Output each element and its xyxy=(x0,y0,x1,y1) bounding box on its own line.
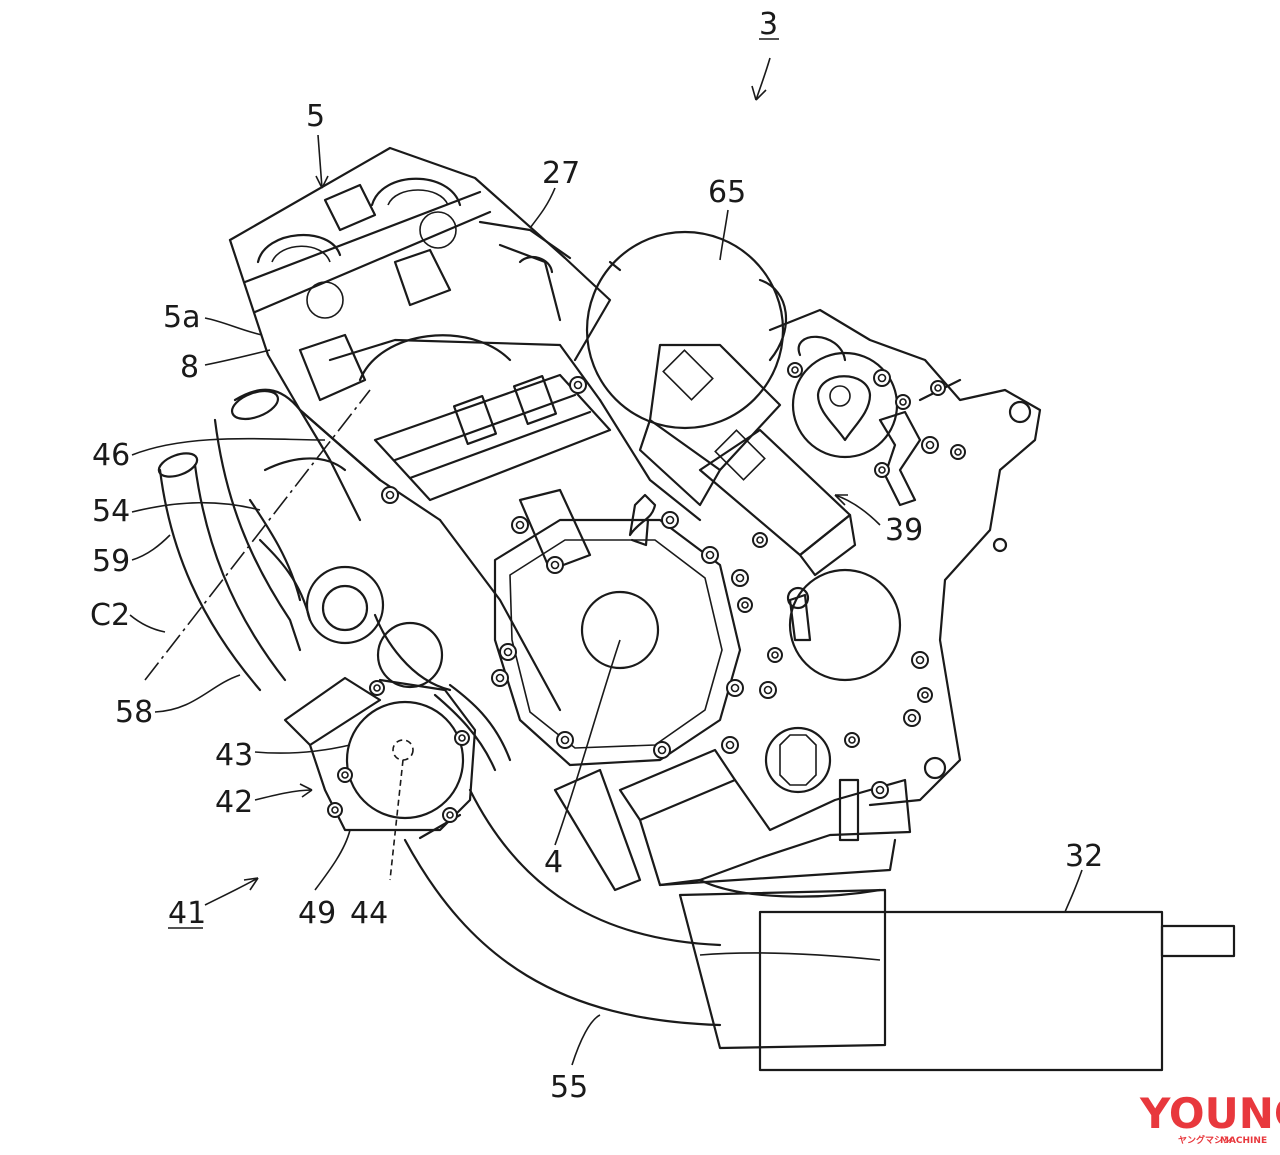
label-46: 46 xyxy=(92,438,130,473)
label-58: 58 xyxy=(115,695,153,730)
label-54: 54 xyxy=(92,494,130,529)
cylinder-head xyxy=(228,146,612,412)
label-41: 41 xyxy=(168,896,206,931)
watermark-sub-left: ヤングマシン xyxy=(1178,1134,1232,1146)
label-44: 44 xyxy=(350,896,388,931)
label-c2: C2 xyxy=(90,598,130,633)
centerline-c2 xyxy=(144,389,371,681)
muffler xyxy=(678,888,1236,1072)
reference-labels: 3 5 27 65 5a 8 46 54 59 C2 58 43 42 41 4… xyxy=(90,7,1103,1105)
leader-lines xyxy=(129,57,1083,1066)
cover-bolts xyxy=(381,376,749,759)
watermark-sub-right: MACHINE xyxy=(1220,1136,1267,1146)
label-3: 3 xyxy=(759,7,778,42)
label-42: 42 xyxy=(215,785,253,820)
label-43: 43 xyxy=(215,738,253,773)
label-4: 4 xyxy=(544,845,563,880)
label-27: 27 xyxy=(542,156,580,191)
watermark-main: YOUNG xyxy=(1139,1089,1280,1138)
right-case xyxy=(764,308,1042,807)
oil-pump xyxy=(283,676,477,881)
label-59: 59 xyxy=(92,544,130,579)
label-5: 5 xyxy=(306,99,325,134)
left-round-parts xyxy=(305,565,452,692)
hoses xyxy=(157,388,512,772)
label-39: 39 xyxy=(885,513,923,548)
actuator-motor xyxy=(638,343,857,577)
label-8: 8 xyxy=(180,350,199,385)
component-65 xyxy=(585,230,788,430)
label-55: 55 xyxy=(550,1070,588,1105)
oil-pan xyxy=(553,748,912,898)
label-32: 32 xyxy=(1065,839,1103,874)
watermark-logo: YOUNG ヤングマシン MACHINE xyxy=(1139,1089,1280,1146)
label-65: 65 xyxy=(708,175,746,210)
crankcase-cover xyxy=(493,493,742,767)
label-5a: 5a xyxy=(163,300,200,335)
right-case-bolts xyxy=(721,362,966,754)
label-49: 49 xyxy=(298,896,336,931)
